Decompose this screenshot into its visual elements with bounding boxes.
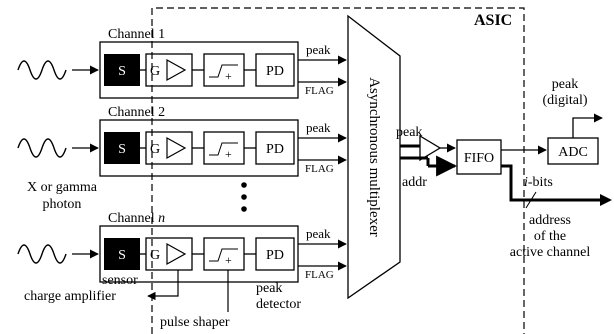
asic-boundary: ASIC: [151, 7, 525, 334]
channel-frame: [99, 41, 299, 99]
charge-amp-callout: charge amplifier: [24, 289, 116, 304]
address-line3: active channel: [510, 245, 591, 260]
more-channels-dots: [241, 182, 247, 212]
flag-label: FLAG: [305, 163, 334, 175]
amp-triangle-icon: [166, 242, 187, 266]
shaper-block: [203, 237, 245, 271]
shaper-symbol: +: [225, 253, 232, 267]
shaper-symbol: +: [225, 147, 232, 161]
sensor-block: [104, 132, 140, 164]
amp-triangle-icon: [166, 136, 187, 160]
shaper-step-icon: [209, 248, 238, 262]
peak-label: peak: [306, 42, 331, 57]
sensor-label: S: [118, 142, 126, 157]
address-line1: address: [529, 213, 571, 228]
mux-addr-label: addr: [402, 175, 427, 190]
mux-label: Asynchronous multiplexer: [366, 77, 382, 237]
amp-label: G: [150, 248, 160, 263]
shaper-symbol: +: [225, 69, 232, 83]
ibits-label: i-bits: [524, 175, 553, 190]
pulse-shaper-callout: pulse shaper: [160, 315, 230, 330]
pd-label: PD: [266, 64, 284, 79]
sensor-label: S: [118, 64, 126, 79]
adc-output-arrow: [572, 113, 603, 138]
multiplexer: Asynchronous multiplexer: [347, 14, 401, 300]
channel-title: Channel 2: [108, 105, 165, 120]
peak-detector-block: [255, 131, 295, 165]
channel-1: Channel 1 S G + PD peak FLAG: [17, 27, 347, 99]
channel-n: Channel n S G + PD peak FLAG: [17, 211, 347, 283]
shaper-step-icon: [209, 64, 238, 78]
peak-label: peak: [306, 120, 331, 135]
channel-title: Channel 1: [108, 27, 165, 42]
adc-out-line2: (digital): [542, 93, 587, 108]
channel-title: Channel n: [108, 211, 165, 226]
peak-label: peak: [306, 226, 331, 241]
wave-icon: [17, 244, 67, 264]
peak-detector-callout-line1: peak: [256, 281, 282, 296]
buffer-triangle-icon: [419, 134, 442, 162]
source-label-line1: X or gamma: [27, 180, 98, 195]
address-bus: [501, 164, 600, 202]
address-line2: of the: [534, 229, 566, 244]
adc-out-line1: peak: [552, 77, 578, 92]
fifo-block: [456, 139, 502, 175]
pd-label: PD: [266, 142, 284, 157]
sensor-label: S: [118, 248, 126, 263]
flag-label: FLAG: [305, 85, 334, 97]
channel-frame: [99, 225, 299, 283]
channel-2: Channel 2 S G + PD peak FLAG: [17, 105, 347, 177]
shaper-step-icon: [209, 142, 238, 156]
charge-amp-leader: [147, 270, 179, 301]
amp-label: G: [150, 142, 160, 157]
sensor-callout: sensor: [102, 273, 138, 288]
mux-peak-label: peak: [396, 125, 422, 140]
peak-detector-block: [255, 53, 295, 87]
sensor-block: [104, 54, 140, 86]
shaper-block: [203, 53, 245, 87]
bus-slash: [525, 191, 537, 209]
source-label-line2: photon: [43, 197, 82, 212]
peak-detector-block: [255, 237, 295, 271]
flag-label: FLAG: [305, 269, 334, 281]
channel-frame: [99, 119, 299, 177]
fifo-label: FIFO: [464, 151, 494, 166]
shaper-block: [203, 131, 245, 165]
pd-label: PD: [266, 248, 284, 263]
adc-label: ADC: [558, 145, 588, 160]
amp-triangle-icon: [166, 58, 187, 82]
sensor-block: [104, 238, 140, 270]
peak-detector-callout-line2: detector: [256, 297, 301, 312]
wave-icon: [17, 138, 67, 158]
wave-icon: [17, 60, 67, 80]
asic-label: ASIC: [474, 12, 512, 29]
amp-label: G: [150, 64, 160, 79]
